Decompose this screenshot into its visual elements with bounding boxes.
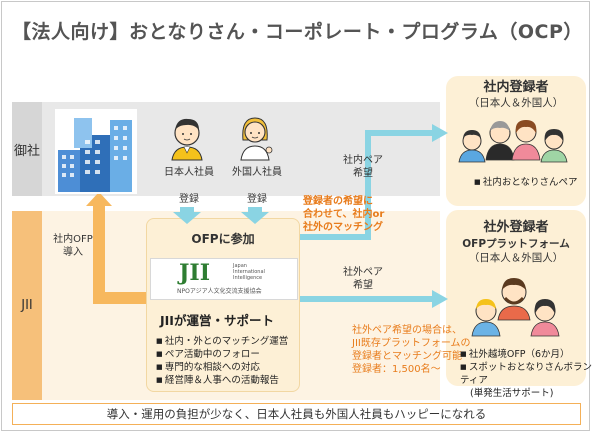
internal-pair-item: 社内おとなりさんペア	[474, 176, 578, 189]
ofp-support-item: 社内・外とのマッチング運営	[156, 335, 288, 348]
external-registrants-icon	[471, 278, 560, 337]
register-arrow-right	[241, 207, 269, 224]
external-note-line3: 登録者とマッチング可能	[352, 351, 462, 362]
matching-note-line3: 社外のマッチング	[303, 222, 383, 233]
external-note-line1: 社外ペア希望の場合は、	[352, 325, 462, 336]
external-note-line4: 登録者：1,500名〜	[352, 364, 441, 375]
internal-pair-label-line1: 社内ペア	[343, 155, 383, 166]
intro-arrow-head	[86, 192, 112, 206]
register-left-label: 登録	[179, 194, 199, 205]
ofp-support-list: 社内・外とのマッチング運営 ペア活動中のフォロー 専門的な相談への対応 経営陣＆…	[156, 335, 288, 387]
office-buildings-icon	[55, 109, 137, 194]
internal-pair-label-line2: 希望	[353, 168, 373, 179]
foreign-employee-label: 外国人社員	[232, 167, 282, 178]
japanese-employee-label: 日本人社員	[164, 167, 214, 178]
intro-path-horizontal	[93, 292, 148, 304]
external-item: 社外越境OFP（6か月）	[460, 348, 593, 361]
intro-label-line1: 社内OFP	[53, 234, 93, 245]
external-pair-label-line2: 希望	[353, 280, 373, 291]
ofp-heading: JIIが運営・サポート	[160, 313, 274, 328]
ofp-title: OFPに参加	[191, 232, 255, 246]
external-subtitle-line2: （日本人＆外国人）	[468, 252, 564, 264]
external-item-continuation: (単発生活サポート)	[470, 388, 554, 400]
jii-logo-text-2: International	[233, 269, 265, 275]
external-item: スポットおとなりさんボランティア	[460, 361, 593, 387]
jii-logo-text-1: Japan	[233, 263, 247, 269]
register-right-label: 登録	[247, 194, 267, 205]
internal-subtitle: （日本人＆外国人）	[468, 97, 564, 109]
matching-note-line2: 合わせて、社内or	[303, 209, 385, 220]
ofp-support-item: 経営陣＆人事への活動報告	[156, 374, 288, 387]
external-subtitle-line1: OFPプラットフォーム	[462, 238, 570, 250]
ofp-support-item: 専門的な相談への対応	[156, 361, 288, 374]
jii-logo: JII Japan International Intelligence NPO…	[150, 258, 298, 300]
external-note-line2: JII既存プラットフォームの	[352, 338, 471, 349]
ofp-support-item: ペア活動中のフォロー	[156, 348, 288, 361]
external-pair-label-line1: 社外ペア	[343, 267, 383, 278]
jii-logo-text-3: Intelligence	[233, 275, 263, 281]
external-pair-arrow	[300, 290, 448, 308]
jii-logo-caption: NPOアジア人文化交流支援協会	[177, 288, 262, 295]
foreign-employee-icon	[240, 117, 273, 161]
matching-note-line1: 登録者の希望に	[303, 196, 373, 207]
internal-list: 社内おとなりさんペア	[474, 176, 578, 189]
external-list: 社外越境OFP（6か月） スポットおとなりさんボランティア (単発生活サポート)	[460, 348, 593, 400]
jii-section-label: JII	[12, 211, 42, 400]
internal-registrants-icon	[458, 120, 568, 163]
japanese-employee-icon	[171, 118, 203, 161]
intro-label-line2: 導入	[63, 247, 83, 258]
external-title: 社外登録者	[483, 220, 549, 235]
footer-banner: 導入・運用の負担が少なく、日本人社員も外国人社員もハッピーになれる	[12, 403, 581, 425]
internal-title: 社内登録者	[483, 80, 549, 95]
register-arrow-left	[173, 207, 201, 224]
page-title: 【法人向け】おとなりさん・コーポレート・プログラム（OCP）	[12, 21, 583, 43]
jii-logo-mark: JII	[179, 260, 210, 286]
onsha-section-label: 御社	[12, 102, 42, 196]
internal-pair-arrow	[300, 124, 448, 240]
intro-path-vertical	[93, 205, 105, 304]
